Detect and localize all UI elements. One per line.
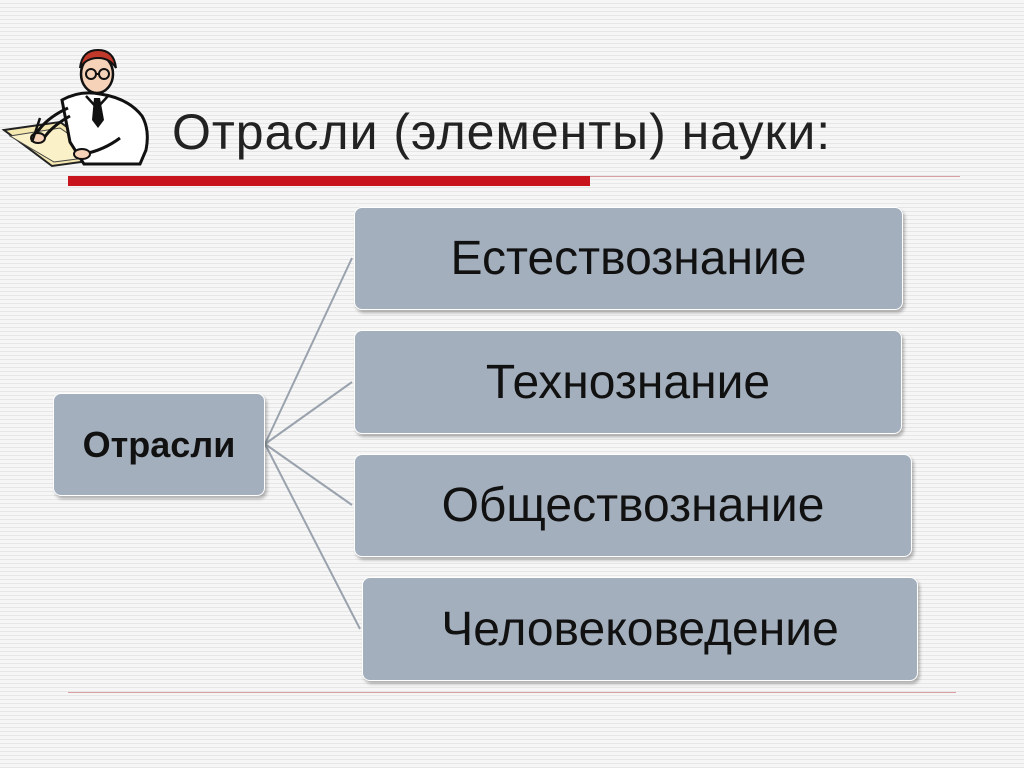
title-accent-rule — [68, 176, 590, 186]
bottom-thin-rule — [68, 692, 956, 693]
connector-3 — [264, 443, 353, 506]
connector-2 — [264, 381, 353, 445]
connector-1 — [264, 257, 353, 445]
scientist-writing-icon — [1, 48, 149, 168]
title-thin-rule — [590, 176, 960, 177]
connector-4 — [264, 443, 361, 630]
child-node-4: Человековедение — [362, 577, 918, 681]
slide-title: Отрасли (элементы) науки: — [172, 104, 832, 160]
root-node: Отрасли — [53, 393, 265, 496]
child-node-1: Естествознание — [354, 207, 903, 310]
child-node-3: Обществознание — [354, 454, 912, 557]
child-node-2: Технознание — [354, 330, 902, 434]
